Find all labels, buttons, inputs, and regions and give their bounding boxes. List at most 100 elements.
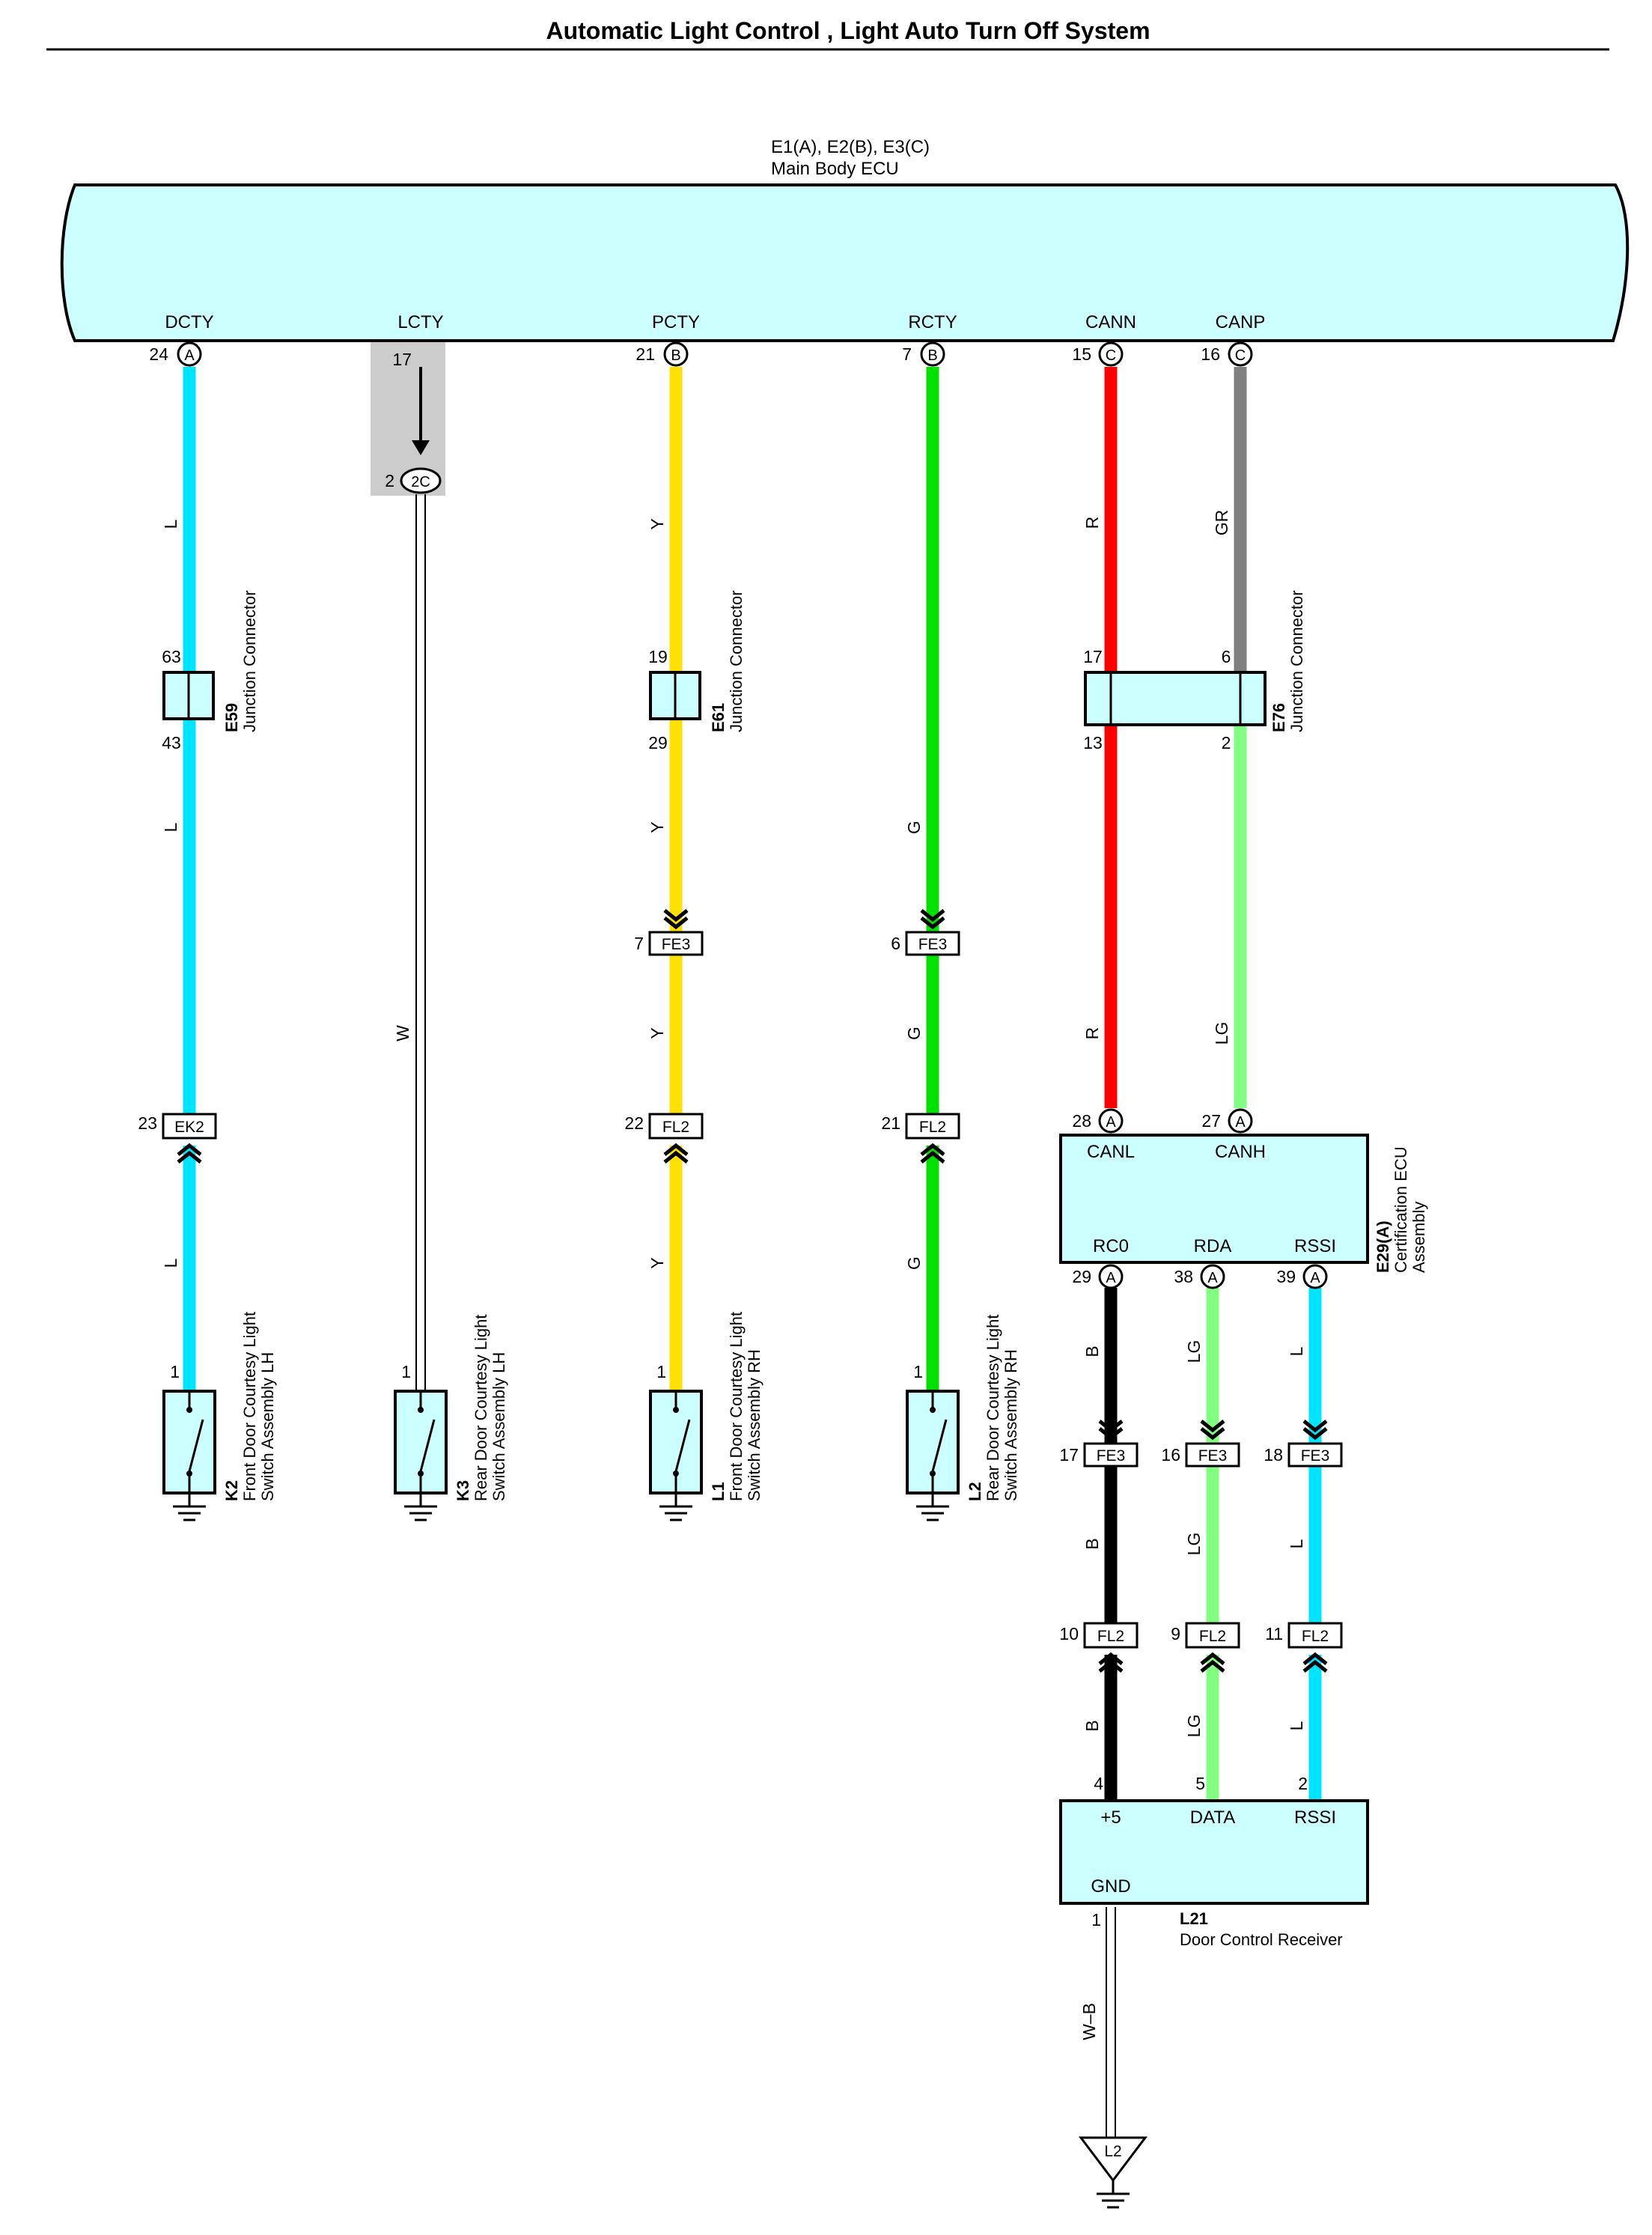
cert-rda-circle: [1200, 1264, 1225, 1289]
pin-let-canp: C: [1235, 347, 1246, 364]
cert-ecu-name-1: Certification ECU: [1392, 1146, 1410, 1273]
rcv-data-num: 5: [1195, 1774, 1205, 1793]
lcty-conn-label: 2C: [411, 474, 430, 490]
fl2-rc0-box: [1083, 1622, 1139, 1649]
l1-ground-icon: [658, 1491, 694, 1521]
cert-ecu-name-2: Assembly: [1409, 1202, 1428, 1273]
wc-pcty-3: Y: [647, 1027, 667, 1039]
cert-rc0-let: A: [1106, 1270, 1116, 1286]
cert-canh-num: 27: [1201, 1111, 1221, 1131]
cert-rda-num: 38: [1174, 1267, 1193, 1286]
k2-switch-contact-bottom: [186, 1471, 192, 1477]
e76-box: [1084, 671, 1267, 726]
rcv-gnd: GND: [1091, 1876, 1130, 1897]
l2-line2: Switch Assembly RH: [1002, 1349, 1020, 1501]
wc-rssi-1: L: [1287, 1346, 1306, 1356]
l2-switch-blade: [931, 1419, 948, 1472]
ground-point-triangle: [1078, 2136, 1148, 2183]
receiver-box: [1059, 1799, 1369, 1905]
cert-rssi-let: A: [1310, 1270, 1320, 1286]
e76-name: Junction Connector: [1287, 590, 1306, 732]
signal-lcty: LCTY: [397, 312, 443, 332]
main-body-ecu-box: [60, 183, 1630, 342]
wc-rcty-1: G: [904, 821, 924, 834]
wc-rc0-2: B: [1082, 1538, 1102, 1549]
cert-canl-let: A: [1106, 1114, 1116, 1131]
fe3-pcty-box: [648, 931, 704, 956]
cert-rssi-num: 39: [1276, 1267, 1296, 1286]
wc-cann-1: R: [1082, 517, 1102, 529]
fe3-rssi-name: FE3: [1301, 1447, 1330, 1465]
fl2-rda-box: [1185, 1622, 1240, 1649]
wc-canp-2: LG: [1212, 1022, 1231, 1045]
fe3-rc0-name: FE3: [1097, 1447, 1126, 1465]
fe3-rda-pin: 16: [1161, 1445, 1180, 1465]
pin-num-dcty: 24: [149, 344, 168, 364]
k3-line1: Rear Door Courtesy Light: [472, 1315, 490, 1501]
k3-code: K3: [454, 1480, 472, 1501]
e76-code: E76: [1270, 703, 1288, 732]
l2-line1: Rear Door Courtesy Light: [984, 1315, 1002, 1501]
fl2-pcty-pin: 22: [624, 1113, 644, 1133]
k2-line1: Front Door Courtesy Light: [240, 1312, 259, 1501]
lcty-conn-pin: 2: [385, 471, 394, 490]
fl2-rda-name: FL2: [1199, 1628, 1226, 1645]
e61-name: Junction Connector: [727, 590, 746, 732]
pin-num-pcty: 21: [635, 344, 655, 364]
cert-rc0-num: 29: [1072, 1267, 1091, 1286]
e76-pin-bottom-right: 2: [1222, 733, 1231, 752]
cert-canl-num: 28: [1072, 1111, 1091, 1131]
pin-circle-pcty: [663, 341, 689, 367]
rcv-gnd-num: 1: [1091, 1910, 1101, 1930]
l2-code: L2: [966, 1482, 984, 1501]
k2-ground-icon: [171, 1491, 207, 1521]
ek2-box: [162, 1113, 217, 1140]
ecu-name: Main Body ECU: [771, 159, 899, 179]
receiver-ground-icon: [1095, 2179, 1131, 2209]
fe3-rc0-box: [1083, 1442, 1139, 1468]
signal-canp: CANP: [1216, 312, 1266, 332]
wc-lcty: W: [393, 1025, 412, 1042]
e61-code: E61: [709, 703, 728, 732]
fe3-rssi-box: [1287, 1442, 1343, 1468]
cert-ecu-code: E29(A): [1374, 1220, 1392, 1273]
lcty-conn-oval: [400, 467, 442, 494]
e59-pin-top: 63: [162, 647, 181, 666]
ek2-pin: 23: [138, 1113, 157, 1133]
lcty-shade: [371, 342, 445, 496]
wc-rssi-2: L: [1287, 1539, 1306, 1548]
pin-circle-dcty: [177, 341, 202, 367]
wc-cann-2: R: [1082, 1027, 1102, 1040]
cert-ecu-box: [1059, 1134, 1369, 1264]
fl2-pcty-box: [648, 1113, 704, 1140]
fl2-rda-pin: 9: [1171, 1624, 1180, 1643]
cert-canh-let: A: [1235, 1114, 1246, 1131]
pin-num-cann: 15: [1072, 344, 1091, 364]
wc-rssi-3: L: [1287, 1721, 1306, 1730]
signal-pcty: PCTY: [652, 312, 700, 332]
ek2-name: EK2: [174, 1119, 204, 1136]
e76-pin-bottom-left: 13: [1083, 733, 1103, 752]
rcv-p5: +5: [1100, 1807, 1121, 1828]
pin-num-canp: 16: [1201, 344, 1220, 364]
l1-switch-blade: [674, 1419, 691, 1472]
wc-rda-1: LG: [1184, 1340, 1204, 1363]
k2-line2: Switch Assembly LH: [258, 1352, 277, 1501]
rcv-rssi: RSSI: [1294, 1807, 1336, 1828]
rcv-data: DATA: [1190, 1807, 1235, 1828]
pin-circle-cann: [1098, 341, 1124, 367]
k2-pin: 1: [170, 1362, 180, 1381]
k3-line2: Switch Assembly LH: [490, 1352, 508, 1501]
e59-name: Junction Connector: [240, 590, 259, 732]
l2-switch-contact-top: [930, 1407, 936, 1413]
e61-pin-top: 19: [648, 647, 668, 666]
wc-dcty-2: L: [161, 822, 180, 832]
ground-point-label: L2: [1104, 2143, 1121, 2160]
fe3-rcty-pin: 6: [891, 934, 900, 953]
fl2-rc0-pin: 10: [1059, 1624, 1079, 1643]
l1-code: L1: [709, 1482, 728, 1501]
signal-dcty: DCTY: [165, 312, 213, 332]
fe3-rssi-pin: 18: [1264, 1445, 1283, 1465]
wc-dcty-1: L: [161, 519, 180, 529]
pin-let-pcty: B: [671, 347, 680, 364]
